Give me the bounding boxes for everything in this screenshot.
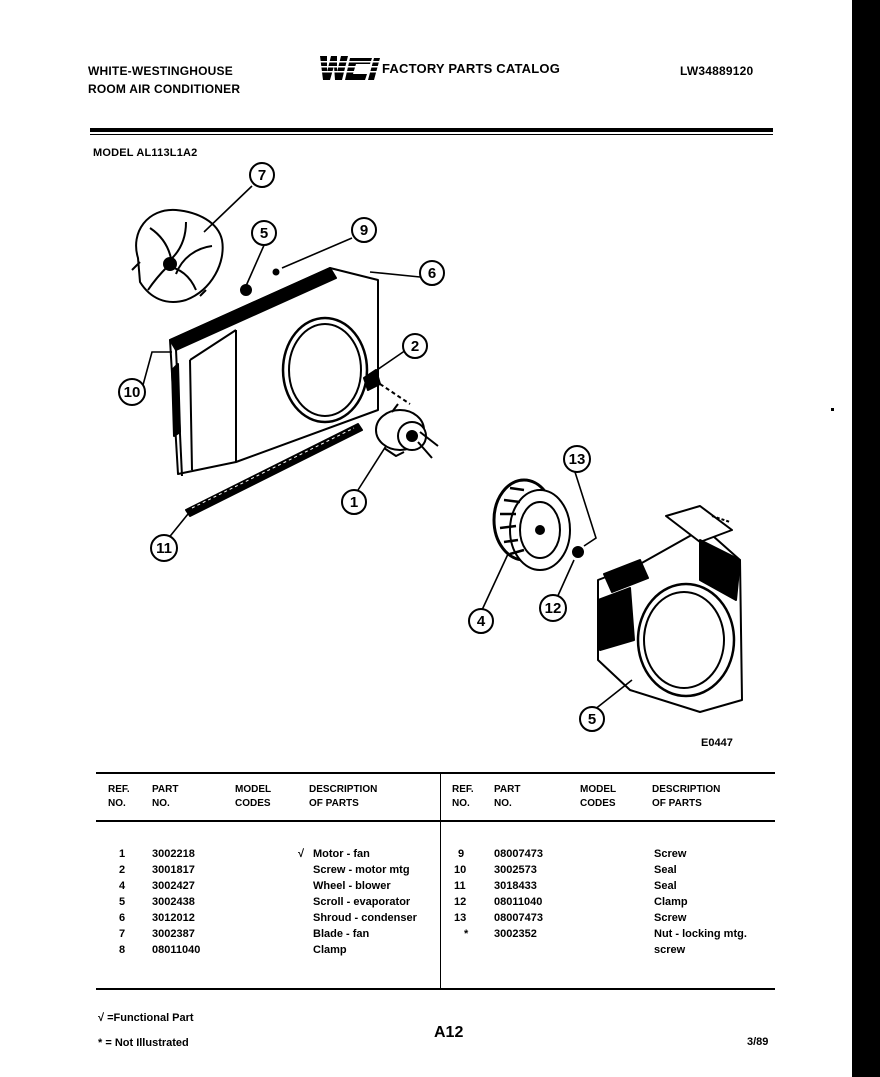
callout-12: 12 <box>539 594 567 622</box>
screw-part <box>272 268 280 276</box>
drawing-code: E0447 <box>701 737 733 749</box>
svg-text:5: 5 <box>260 225 268 242</box>
table-row: 5 3002438 Scroll - evaporator <box>119 896 411 908</box>
not-illustrated-note: * = Not Illustrated <box>98 1037 189 1049</box>
functional-part-note: √ =Functional Part <box>98 1012 194 1024</box>
scan-speck <box>831 408 834 411</box>
parts-catalog-page: WHITE-WESTINGHOUSE ROOM AIR CONDITIONER … <box>0 0 852 1077</box>
brand-block: WHITE-WESTINGHOUSE ROOM AIR CONDITIONER <box>88 62 240 98</box>
table-row: 13 08007473 Screw <box>454 912 687 924</box>
table-row: 8 08011040 Clamp <box>119 944 347 956</box>
table-bottom-rule <box>96 988 775 990</box>
table-column-divider <box>440 774 441 988</box>
clamp-12-part <box>572 546 584 558</box>
callout-4: 4 <box>468 608 494 634</box>
header-rule-thick <box>90 128 773 132</box>
header-ref-right: REF.NO. <box>452 784 474 809</box>
callout-2: 2 <box>402 333 428 359</box>
table-row: 2 3001817 Screw - motor mtg <box>119 864 410 876</box>
callout-11: 11 <box>150 534 178 562</box>
catalog-title: FACTORY PARTS CATALOG <box>382 61 561 76</box>
table-row: 9 08007473 Screw <box>458 848 687 860</box>
svg-text:6: 6 <box>428 265 436 282</box>
svg-text:12: 12 <box>545 600 562 617</box>
svg-text:1: 1 <box>350 494 358 511</box>
clamp-part <box>240 284 252 296</box>
table-row: 1 3002218 √ Motor - fan <box>119 848 370 860</box>
brand-line-1: WHITE-WESTINGHOUSE <box>88 64 233 78</box>
evaporator-scroll-part <box>597 505 743 713</box>
table-row: 6 3012012 Shroud - condenser <box>119 912 417 924</box>
page-number: A12 <box>434 1024 464 1041</box>
table-row: 12 08011040 Clamp <box>454 896 688 908</box>
table-top-rule <box>96 772 775 774</box>
brand-line-2: ROOM AIR CONDITIONER <box>88 82 241 96</box>
callout-9: 9 <box>351 217 377 243</box>
table-header-rule <box>96 820 775 822</box>
fan-motor-part <box>363 369 439 459</box>
callout-5-bottom: 5 <box>579 706 605 732</box>
table-row: screw <box>654 944 686 956</box>
svg-text:2: 2 <box>411 338 419 355</box>
callout-1: 1 <box>341 489 367 515</box>
callout-6-top: 6 <box>419 260 445 286</box>
header-rule-thin <box>90 134 773 135</box>
revision-date: 3/89 <box>747 1036 769 1048</box>
table-row: 4 3002427 Wheel - blower <box>119 880 391 892</box>
fan-blade-part <box>131 208 224 303</box>
table-row: 10 3002573 Seal <box>454 864 677 876</box>
svg-text:10: 10 <box>124 384 141 401</box>
callout-10: 10 <box>118 378 146 406</box>
blower-wheel-part <box>492 478 571 571</box>
svg-text:9: 9 <box>360 222 368 239</box>
callout-5-top: 5 <box>251 220 277 246</box>
table-row: * 3002352 Nut - locking mtg. <box>464 928 747 940</box>
svg-text:4: 4 <box>477 613 486 630</box>
table-row: 11 3018433 Seal <box>454 880 677 892</box>
seal-strip-part <box>185 423 363 517</box>
table-row: 7 3002387 Blade - fan <box>119 928 370 940</box>
model-number: MODEL AL113L1A2 <box>93 147 198 159</box>
svg-text:7: 7 <box>258 167 266 184</box>
callout-7: 7 <box>249 162 275 188</box>
svg-text:5: 5 <box>588 711 596 728</box>
condenser-shroud-part <box>169 267 379 477</box>
svg-text:11: 11 <box>156 540 172 557</box>
svg-text:13: 13 <box>569 451 586 468</box>
exploded-parts-diagram: 1 2 4 5 6 7 9 10 11 12 13 5 <box>118 162 743 732</box>
wci-logo <box>318 52 382 84</box>
catalog-id: LW34889120 <box>680 64 754 78</box>
callout-13: 13 <box>563 445 591 473</box>
header-ref-left: REF.NO. <box>108 784 130 809</box>
